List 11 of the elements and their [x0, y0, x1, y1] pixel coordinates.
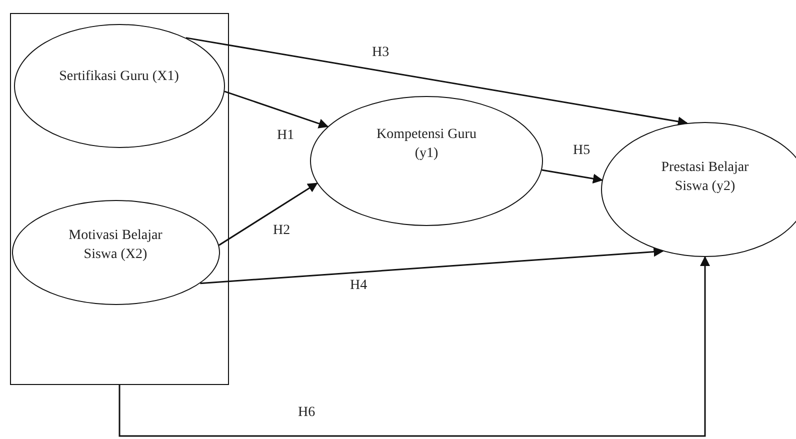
arrow: [542, 169, 603, 184]
construct-label: Kompetensi Guru (y1): [376, 126, 478, 163]
arrow: [224, 90, 329, 128]
arrow: [218, 182, 318, 246]
construct-label: Motivasi Belajar Siswa (X2): [68, 227, 164, 264]
arrow: [200, 246, 664, 284]
arrow: [186, 37, 688, 126]
group-frame: [10, 13, 229, 385]
construct-label: Prestasi Belajar Siswa (y2): [660, 158, 750, 196]
construct-label: Sertifikasi Guru (X1): [59, 68, 179, 86]
arrow: [118, 256, 710, 437]
